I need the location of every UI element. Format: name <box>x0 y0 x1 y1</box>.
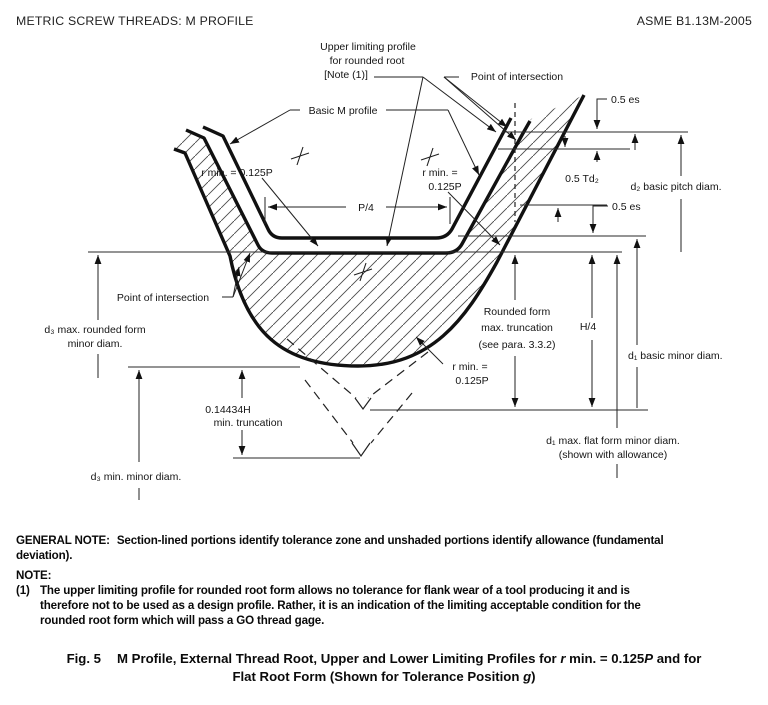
caption-text: and for <box>653 651 702 666</box>
general-note-label: GENERAL NOTE: <box>16 534 110 547</box>
label-d1-max-1: d₁ max. flat form minor diam. <box>546 435 680 447</box>
leader-poi-top <box>443 76 517 141</box>
figure-number: Fig. 5 <box>66 651 102 666</box>
dimension-lines <box>94 98 685 500</box>
profile-lines <box>173 94 586 368</box>
note-1-number: (1) <box>16 584 30 597</box>
caption-text: M Profile, External Thread Root, Upper a… <box>117 651 561 666</box>
label-basic-m-profile: Basic M profile <box>309 105 378 117</box>
leader-rmin-left <box>261 177 319 247</box>
label-point-of-intersection-top: Point of intersection <box>471 71 563 83</box>
label-d3-max-2: minor diam. <box>68 338 123 350</box>
label-es-top: 0.5 es <box>611 94 640 106</box>
general-note-line1: GENERAL NOTE: Section-lined portions iden… <box>16 533 756 548</box>
label-upper-limiting-1: Upper limiting profile <box>320 41 416 53</box>
radius-center-marks <box>290 146 440 282</box>
caption-italic-r: r <box>560 651 566 666</box>
label-r-min-bottom-2: 0.125P <box>455 375 488 387</box>
note-1-text-1: The upper limiting profile for rounded r… <box>40 584 630 597</box>
radius-cross-left <box>290 146 310 166</box>
label-trunc-1: 0.14434H <box>205 404 251 416</box>
label-d3-min: d₃ min. minor diam. <box>91 471 182 483</box>
label-p4: P/4 <box>358 202 374 214</box>
label-td2: 0.5 Td₂ <box>565 173 599 185</box>
figure-caption: Fig. 5 M Profile, External Thread Root, U… <box>0 650 768 686</box>
thread-profile-figure: Upper limiting profile for rounded root … <box>44 41 723 500</box>
reference-lines <box>88 131 688 459</box>
note-label: NOTE: <box>16 569 52 582</box>
lower-v-tip <box>351 442 371 458</box>
caption-italic-g: g <box>523 669 532 684</box>
label-r-min-left: r min. = 0.125P <box>201 167 273 179</box>
label-rounded-1: Rounded form <box>484 306 551 318</box>
leader-upper-limiting <box>374 76 497 247</box>
note-1-line3: rounded root form which will pass a GO t… <box>40 614 325 627</box>
note-1-line1: (1) The upper limiting profile for rounde… <box>16 583 756 598</box>
label-r-min-right-2: 0.125P <box>428 181 461 193</box>
leader-basic-m <box>229 109 480 176</box>
dim-es-top <box>593 98 607 129</box>
leader-rmin-bottom <box>415 336 444 365</box>
caption-text: Flat Root Form (Shown for Tolerance Posi… <box>232 669 524 684</box>
label-rounded-3: (see para. 3.3.2) <box>478 339 555 351</box>
leader-poi-left <box>222 252 251 298</box>
label-r-min-right-1: r min. = <box>422 167 457 179</box>
label-upper-limiting-3: [Note (1)] <box>324 69 368 81</box>
dim-es-mid <box>589 205 608 233</box>
upper-limiting-profile <box>185 120 532 255</box>
label-d1-max-2: (shown with allowance) <box>559 449 668 461</box>
label-r-min-bottom-1: r min. = <box>452 361 487 373</box>
tolerance-zone-hatch <box>174 95 584 366</box>
caption-line-2: Flat Root Form (Shown for Tolerance Posi… <box>0 668 768 686</box>
sharp-v-extensions <box>286 103 516 458</box>
label-d3-max-1: d₃ max. rounded form <box>44 324 145 336</box>
header-standard-number: ASME B1.13M-2005 <box>636 14 752 28</box>
lower-limiting-profile <box>173 94 586 368</box>
radius-cross-root <box>353 262 373 282</box>
upper-v-tip <box>354 397 372 411</box>
label-point-of-intersection-left: Point of intersection <box>117 292 209 304</box>
caption-line-1: Fig. 5 M Profile, External Thread Root, U… <box>0 650 768 668</box>
basic-m-profile-line <box>202 117 513 240</box>
label-h4: H/4 <box>580 321 597 333</box>
diagram-labels: Upper limiting profile for rounded root … <box>44 41 722 483</box>
label-upper-limiting-2: for rounded root <box>330 55 405 67</box>
general-note-line2: deviation). <box>16 549 73 562</box>
label-rounded-2: max. truncation <box>481 322 553 334</box>
note-1-line2: therefore not to be used as a design pro… <box>40 599 641 612</box>
caption-text: ) <box>531 669 536 684</box>
notes-block: GENERAL NOTE: Section-lined portions iden… <box>16 533 756 628</box>
header-title: METRIC SCREW THREADS: M PROFILE <box>16 14 254 28</box>
general-note-text-1: Section-lined portions identify toleranc… <box>116 534 664 547</box>
leader-rmin-right <box>447 191 501 246</box>
label-d2: d₂ basic pitch diam. <box>630 181 721 193</box>
dim-p4 <box>264 197 451 224</box>
caption-text: min. = 0.125 <box>565 651 645 666</box>
leader-lines <box>222 76 517 365</box>
caption-italic-p: P <box>644 651 654 666</box>
label-es-mid: 0.5 es <box>612 201 641 213</box>
label-d1-basic: d₁ basic minor diam. <box>628 350 723 362</box>
radius-cross-right <box>420 147 440 167</box>
label-trunc-2: min. truncation <box>214 417 283 429</box>
